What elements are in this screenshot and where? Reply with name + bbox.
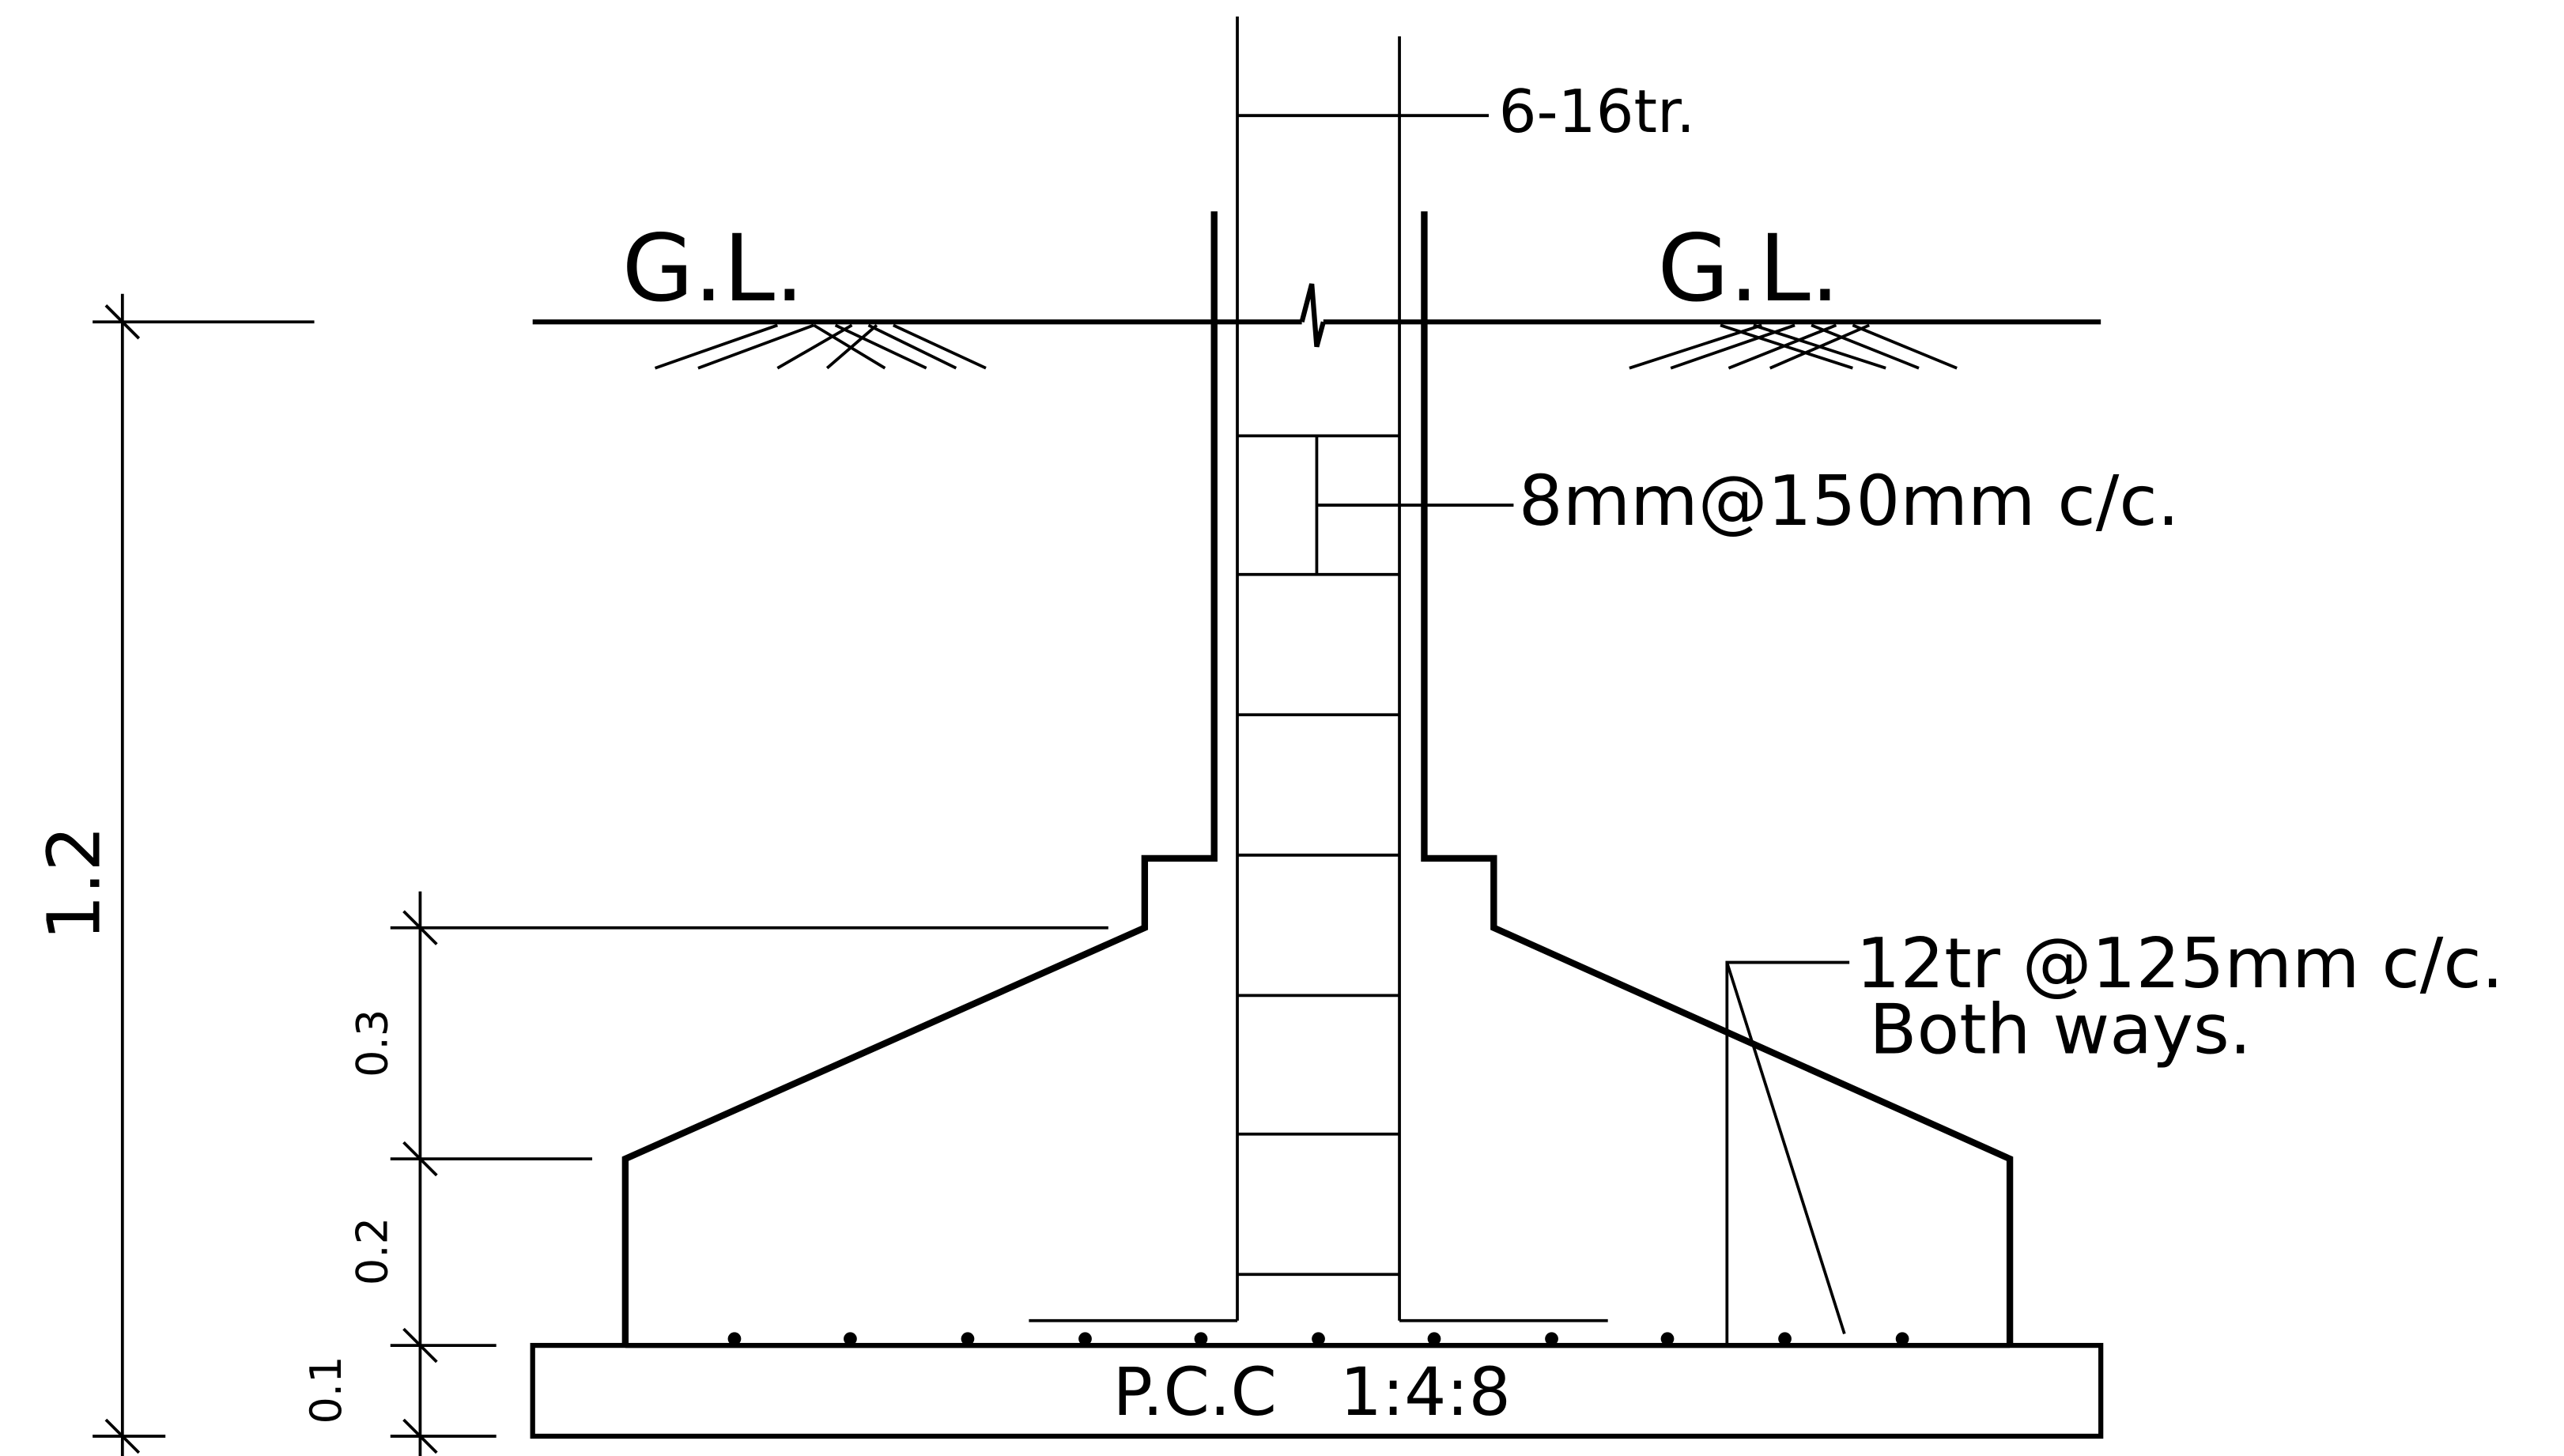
dimension-pcc-thickness: 0.1	[301, 1356, 351, 1424]
ground-level-line	[532, 283, 2101, 348]
rebar-dot	[1194, 1332, 1208, 1346]
dimension-base-thickness: 0.2	[348, 1217, 398, 1285]
main-bars-label: 6-16tr.	[1499, 77, 1695, 146]
base-bars-label-line1: 12tr @125mm c/c.	[1856, 923, 2504, 1004]
dimension-sloped-part: 0.3	[348, 1009, 398, 1077]
column-ties	[1237, 434, 1400, 1277]
rebar-dot	[1895, 1332, 1909, 1346]
dimension-lines	[93, 293, 1108, 1456]
ground-level-label-left: G.L.	[622, 214, 805, 323]
rebar-dot	[1312, 1332, 1325, 1346]
rebar-dot	[727, 1332, 742, 1346]
rebar-dot	[1427, 1332, 1441, 1346]
ground-level-label-right: G.L.	[1657, 214, 1840, 323]
leader-lines	[1237, 114, 1850, 1346]
rebar-dot	[961, 1332, 975, 1346]
rebar-dot	[1778, 1332, 1792, 1346]
rebar-dot	[1545, 1332, 1558, 1346]
dimension-total-depth: 1.2	[32, 825, 116, 941]
ties-label: 8mm@150mm c/c.	[1519, 461, 2180, 541]
rebar-dot	[844, 1332, 857, 1346]
earth-hatch-right	[1629, 323, 1958, 370]
pcc-label: P.C.C 1:4:8	[1112, 1353, 1510, 1431]
column-outline	[621, 211, 2014, 1346]
rebar-dot	[1660, 1332, 1675, 1346]
base-rebar-dots	[727, 1332, 1909, 1346]
rebar-dot	[1078, 1332, 1092, 1346]
column-rebar-cage	[1029, 16, 1608, 1322]
base-bars-label-line2: Both ways.	[1869, 989, 2252, 1069]
earth-hatch-left	[654, 323, 987, 370]
